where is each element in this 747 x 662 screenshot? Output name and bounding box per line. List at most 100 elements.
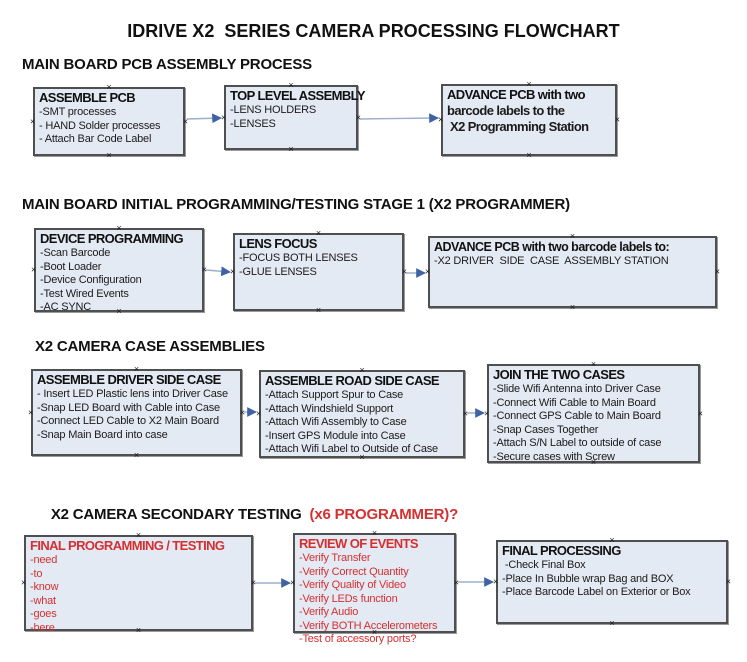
connection-point-icon: × xyxy=(221,112,227,122)
box-line: -Place Barcode Label on Exterior or Box xyxy=(502,586,691,598)
box-title: TOP LEVEL ASSEMBLY xyxy=(230,88,366,103)
connection-point-icon: × xyxy=(290,577,296,588)
box-lines: -X2 DRIVER SIDE CASE ASSEMBLY STATION xyxy=(434,255,710,269)
flow-box-lens-focus[interactable]: LENS FOCUS -FOCUS BOTH LENSES-GLUE LENSE… xyxy=(230,229,407,315)
connection-point-icon: × xyxy=(569,302,576,312)
connection-point-icon: × xyxy=(462,408,468,419)
box-line: -Connect Wifi Cable to Main Board xyxy=(493,396,656,409)
flow-arrow-1[interactable] xyxy=(186,113,222,124)
connection-point-icon: × xyxy=(28,407,34,417)
connection-point-icon: × xyxy=(697,408,703,418)
flow-box-advance-pcb-driver-side-station[interactable]: ADVANCE PCB with two barcode labels to: … xyxy=(425,232,720,312)
box-line: -Insert GPS Module into Case xyxy=(265,429,406,442)
connection-point-icon: × xyxy=(425,266,431,277)
box-line: -Verify Quality of Video xyxy=(299,579,406,591)
box-line: X2 Programming Station xyxy=(447,119,589,134)
connection-point-icon: × xyxy=(725,576,731,587)
box-line: -Secure cases with Screw xyxy=(493,450,615,463)
box-line: -Verify Correct Quantity xyxy=(299,565,409,578)
box-lines: -SMT processes- HAND Solder processes- A… xyxy=(39,106,178,147)
box-title: REVIEW OF EVENTS xyxy=(299,536,419,551)
connection-point-icon: × xyxy=(106,150,112,160)
box-line: -LENSES xyxy=(230,117,276,130)
section-heading-initial-programming: MAIN BOARD INITIAL PROGRAMMING/TESTING S… xyxy=(22,196,570,213)
box-line: -Scan Barcode xyxy=(40,247,111,259)
box-line: -Attach Wifi Assembly to Case xyxy=(265,416,407,428)
connection-point-icon: × xyxy=(21,577,27,588)
box-line: -need xyxy=(30,554,58,566)
box-line: -Verify Audio xyxy=(299,606,359,618)
flow-box-join-the-two-cases[interactable]: JOIN THE TWO CASES -Slide Wifi Antenna i… xyxy=(484,360,703,467)
flow-box-top-level-assembly[interactable]: TOP LEVEL ASSEMBLY -LENS HOLDERS-LENSES … xyxy=(221,81,366,154)
connection-point-icon: × xyxy=(288,144,294,154)
flow-box-assemble-pcb[interactable]: ASSEMBLE PCB -SMT processes- HAND Solder… xyxy=(30,83,188,160)
box-line: -GLUE LENSES xyxy=(239,265,317,278)
box-line: -FOCUS BOTH LENSES xyxy=(239,252,358,264)
box-line: -Connect LED Cable to X2 Main Board xyxy=(37,415,219,427)
box-line: -Attach Windshield Support xyxy=(265,402,394,415)
connection-point-icon: × xyxy=(609,618,615,628)
box-lines: -Attach Support Spur to Case-Attach Wind… xyxy=(265,389,458,457)
box-lines: -LENS HOLDERS-LENSES xyxy=(230,104,351,131)
box-line: -Test of accessory ports? xyxy=(299,633,417,645)
connection-point-icon: × xyxy=(182,116,188,126)
connection-point-icon: × xyxy=(484,408,490,418)
connection-point-icon: × xyxy=(493,576,499,587)
flow-box-advance-pcb-programming-station[interactable]: ADVANCE PCB with two barcode labels to t… xyxy=(438,80,620,160)
box-title: DEVICE PROGRAMMING xyxy=(40,231,184,246)
box-lines: -Check Final Box-Place In Bubble wrap Ba… xyxy=(502,559,721,600)
connection-point-icon: × xyxy=(401,266,407,277)
box-line: barcode labels to the xyxy=(447,103,565,118)
box-line: -what xyxy=(30,594,56,607)
flow-box-assemble-road-side-case[interactable]: ASSEMBLE ROAD SIDE CASE -Attach Support … xyxy=(256,366,468,462)
heading-black-part: X2 CAMERA SECONDARY TESTING xyxy=(50,506,306,523)
box-line: -AC SYNC xyxy=(40,301,91,313)
box-lines: -need-to-know-what-goes-here xyxy=(30,554,246,635)
box-line: -Check Final Box xyxy=(502,559,586,571)
flow-arrow-2[interactable] xyxy=(359,113,439,124)
box-title: ASSEMBLE DRIVER SIDE CASE xyxy=(37,372,221,387)
connection-point-icon: × xyxy=(453,577,459,588)
box-line: -Attach Support Spur to Case xyxy=(265,389,404,401)
box-line: -Verify Transfer xyxy=(299,552,371,564)
box-line: -X2 DRIVER SIDE CASE ASSEMBLY STATION xyxy=(434,255,669,267)
flow-box-device-programming[interactable]: DEVICE PROGRAMMING -Scan Barcode-Boot Lo… xyxy=(31,224,207,316)
box-line: -goes xyxy=(30,608,57,620)
box-line: -Attach S/N Label to outside of case xyxy=(493,437,662,449)
box-title: ADVANCE PCB with two barcode labels to: xyxy=(434,240,670,254)
flow-box-review-of-events[interactable]: REVIEW OF EVENTS -Verify Transfer-Verify… xyxy=(290,529,459,646)
connection-point-icon: × xyxy=(230,266,236,277)
box-title: ASSEMBLE PCB xyxy=(39,90,136,105)
connection-point-icon: × xyxy=(239,407,245,417)
box-lines: -Slide Wifi Antenna into Driver Case-Con… xyxy=(493,383,693,464)
box-title: FINAL PROGRAMMING / TESTING xyxy=(30,538,225,553)
box-line: -know xyxy=(30,581,59,593)
connection-point-icon: × xyxy=(250,577,256,588)
box-line: -Snap Main Board into case xyxy=(37,428,168,441)
box-line: - Insert LED Plastic lens into Driver Ca… xyxy=(37,388,228,400)
flow-arrow-3[interactable] xyxy=(205,266,231,277)
box-lines: -FOCUS BOTH LENSES-GLUE LENSES xyxy=(239,252,397,279)
heading-red-part: (x6 PROGRAMMER)? xyxy=(305,506,459,523)
box-line: -Snap Cases Together xyxy=(493,423,599,436)
box-lines: -Verify Transfer-Verify Correct Quantity… xyxy=(299,552,449,647)
box-line: -Place In Bubble wrap Bag and BOX xyxy=(502,572,674,585)
box-title: ASSEMBLE ROAD SIDE CASE xyxy=(265,373,440,388)
connection-point-icon: × xyxy=(526,150,532,160)
box-title: ADVANCE PCB with two xyxy=(447,87,586,102)
box-line: -Snap LED Board with Cable into Case xyxy=(37,401,220,414)
flow-box-assemble-driver-side-case[interactable]: ASSEMBLE DRIVER SIDE CASE - Insert LED P… xyxy=(28,365,245,460)
box-line: -Device Configuration xyxy=(40,274,142,286)
flow-box-final-processing[interactable]: FINAL PROCESSING -Check Final Box-Place … xyxy=(493,536,731,628)
section-heading-pcb-assembly: MAIN BOARD PCB ASSEMBLY PROCESS xyxy=(22,56,312,73)
box-title: LENS FOCUS xyxy=(239,236,317,251)
connection-point-icon: × xyxy=(614,114,620,125)
connection-point-icon: × xyxy=(438,114,444,125)
connection-point-icon: × xyxy=(714,266,720,277)
box-line: -SMT processes xyxy=(39,106,117,118)
box-line: -Slide Wifi Antenna into Driver Case xyxy=(493,383,661,395)
box-line: - Attach Bar Code Label xyxy=(39,133,152,145)
section-heading-case-assemblies: X2 CAMERA CASE ASSEMBLIES xyxy=(35,338,265,355)
flow-box-final-programming-testing[interactable]: FINAL PROGRAMMING / TESTING -need-to-kno… xyxy=(21,531,256,635)
connection-point-icon: × xyxy=(256,408,262,419)
